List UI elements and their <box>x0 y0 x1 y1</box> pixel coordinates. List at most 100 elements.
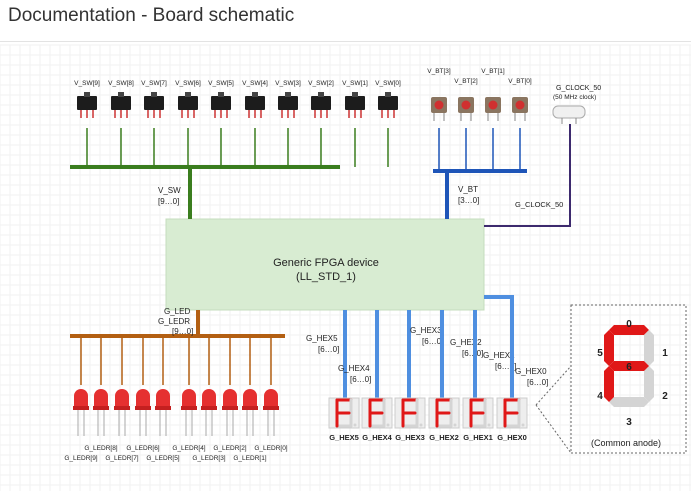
switch-label: V_SW[1] <box>342 80 368 87</box>
led-label: G_LEDR[7] <box>105 455 138 462</box>
switch-label: V_SW[7] <box>141 80 167 87</box>
switch-body <box>211 96 231 110</box>
switch: V_SW[2] <box>308 80 334 118</box>
button-label: V_BT[0] <box>508 78 532 85</box>
led-label: G_LEDR[4] <box>172 445 205 452</box>
fpga-subtitle: (LL_STD_1) <box>296 271 356 283</box>
switch-body <box>111 96 131 110</box>
hex-bus-name: G_HEX4 <box>338 364 370 373</box>
switch: V_SW[4] <box>242 80 268 118</box>
legend-callout-2 <box>535 404 572 454</box>
led: G_LEDR[1] <box>233 389 267 462</box>
switch-body <box>178 96 198 110</box>
hex-bus-name: G_HEX3 <box>410 326 442 335</box>
legend-segment-number: 0 <box>626 319 632 330</box>
switch-lever <box>385 92 391 97</box>
led-body <box>264 389 278 408</box>
led-body <box>223 389 237 408</box>
hex-bus-name: G_HEX0 <box>515 367 547 376</box>
switch-lever <box>151 92 157 97</box>
legend-segment-3 <box>609 397 649 407</box>
clock-name: G_CLOCK_50 <box>556 85 601 92</box>
hex-bus-name: G_HEX5 <box>306 334 338 343</box>
led: G_LEDR[9] <box>64 389 98 462</box>
display-label: G_HEX2 <box>429 433 459 442</box>
switch-bus <box>70 128 389 219</box>
led-label: G_LEDR[5] <box>146 455 179 462</box>
hex-bus-line <box>484 295 514 398</box>
hex-bus: G_HEX1[6…0] <box>473 310 516 398</box>
legend-segment-number: 3 <box>626 417 632 428</box>
switch: V_SW[8] <box>108 80 134 118</box>
display-dot <box>521 423 525 427</box>
switch-lever <box>352 92 358 97</box>
segment-legend-box <box>570 304 687 454</box>
button-label: V_BT[2] <box>454 78 478 85</box>
hex-bus-width: [6…0] <box>350 375 371 384</box>
led: G_LEDR[4] <box>172 389 206 452</box>
led-body <box>243 389 257 408</box>
display-label: G_HEX1 <box>463 433 493 442</box>
display-body <box>462 397 494 429</box>
clock-line-label: G_CLOCK_50 <box>515 200 563 209</box>
led: G_LEDR[3] <box>192 389 226 462</box>
legend-segment-number: 4 <box>597 391 603 402</box>
led-body <box>182 389 196 408</box>
seven-segment-display: G_HEX5 <box>328 397 360 442</box>
switch: V_SW[6] <box>175 80 201 118</box>
switch-body <box>278 96 298 110</box>
led-label: G_LEDR[8] <box>84 445 117 452</box>
display-dot <box>453 423 457 427</box>
switch-label: V_SW[3] <box>275 80 301 87</box>
switch: V_SW[3] <box>275 80 301 118</box>
switch: V_SW[1] <box>342 80 368 118</box>
legend-callout <box>535 365 572 406</box>
legend-segment-4 <box>604 366 614 402</box>
hex-bus-name: G_HEX2 <box>450 338 482 347</box>
button-bus-name: V_BT <box>458 185 478 194</box>
display-dot <box>419 423 423 427</box>
seven-segment-display: G_HEX0 <box>496 397 528 442</box>
led-label: G_LEDR[2] <box>213 445 246 452</box>
legend-segment-number: 1 <box>662 348 668 359</box>
led: G_LEDR[6] <box>126 389 160 452</box>
seven-segment-display: G_HEX4 <box>361 397 393 442</box>
display-dot <box>487 423 491 427</box>
switch-label: V_SW[6] <box>175 80 201 87</box>
led-body <box>74 389 88 408</box>
hex-bus-width: [6…0] <box>495 362 516 371</box>
led-body <box>136 389 150 408</box>
legend-segment-5 <box>604 330 614 366</box>
fpga-block <box>165 218 485 311</box>
legend-segment-number: 2 <box>662 391 668 402</box>
hex-bus-width: [6…0] <box>527 378 548 387</box>
switch-label: V_SW[2] <box>308 80 334 87</box>
led-label: G_LEDR[3] <box>192 455 225 462</box>
display-label: G_HEX3 <box>395 433 425 442</box>
page-title: Documentation - Board schematic <box>8 5 295 26</box>
switch-label: V_SW[8] <box>108 80 134 87</box>
led-label: G_LEDR[6] <box>126 445 159 452</box>
fpga-title: Generic FPGA device <box>273 257 379 269</box>
hex-bus: G_HEX0[6…0] <box>484 295 548 398</box>
led: G_LEDR[2] <box>213 389 247 452</box>
display-label: G_HEX5 <box>329 433 359 442</box>
seven-segment-display: G_HEX2 <box>428 397 460 442</box>
switch-lever <box>218 92 224 97</box>
hex-bus: G_HEX4 [6…0] <box>338 310 379 398</box>
seven-segment-display: G_HEX3 <box>394 397 426 442</box>
switch: V_SW[0] <box>375 80 401 118</box>
hex-bus-width: [6…0] <box>462 349 483 358</box>
led-label: G_LEDR[9] <box>64 455 97 462</box>
display-dot <box>386 423 390 427</box>
seven-segment-display: G_HEX1 <box>462 397 494 442</box>
push-button: V_BT[3] <box>427 68 451 121</box>
page-header: Documentation - Board schematic <box>0 0 691 42</box>
display-dot <box>353 423 357 427</box>
button-bus-width: [3…0] <box>458 196 479 205</box>
clock-oscillator <box>552 105 586 124</box>
led-rim <box>242 406 258 410</box>
legend-segment-number: 6 <box>626 362 632 373</box>
legend-segment-0 <box>609 325 649 335</box>
led-bus <box>70 310 285 385</box>
